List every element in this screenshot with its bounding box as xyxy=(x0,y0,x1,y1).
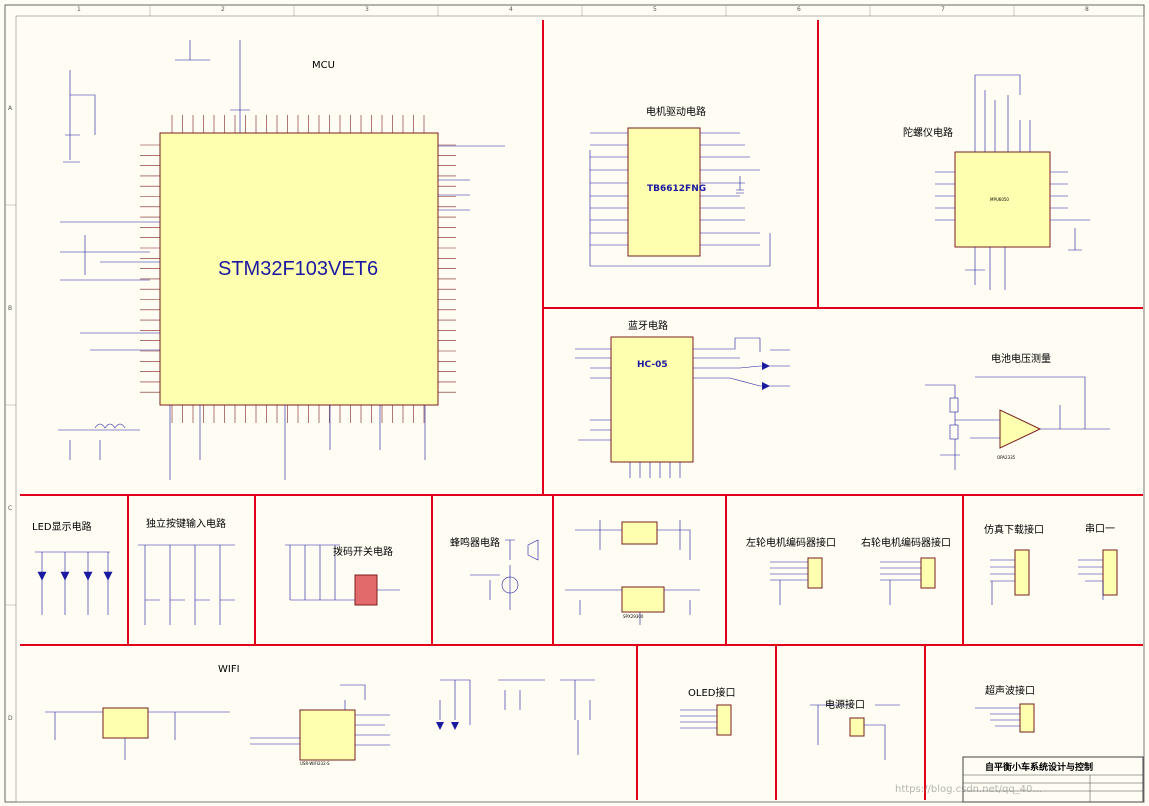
wifi-title: WIFI xyxy=(218,664,240,675)
bluetooth-title: 蓝牙电路 xyxy=(628,321,668,332)
oled-connector xyxy=(716,704,732,736)
opamp-symbol xyxy=(999,409,1042,449)
ruler-left-C: C xyxy=(8,505,13,512)
dip-switch-body xyxy=(354,574,378,606)
ruler-top-5: 5 xyxy=(653,6,657,13)
mcu-part-label: STM32F103VET6 xyxy=(218,258,379,280)
download-connector xyxy=(1014,549,1030,596)
title-block xyxy=(962,756,1144,803)
right-encoder-title: 右轮电机编码器接口 xyxy=(861,538,951,549)
dip-title: 拨码开关电路 xyxy=(333,547,393,558)
gyro-part: MPU6050 xyxy=(990,197,1009,202)
uart-connector xyxy=(1102,549,1118,596)
ldo-part: SPX29300 xyxy=(623,614,644,619)
buzzer-circuit xyxy=(470,539,539,610)
power-wires xyxy=(810,704,900,760)
motor-driver-part: TB6612FNG xyxy=(647,184,707,194)
battery-title: 电池电压测量 xyxy=(991,354,1051,365)
battery-wires xyxy=(925,376,1110,470)
motor-driver-wires xyxy=(589,132,771,267)
header-wires xyxy=(990,559,1104,605)
mcu-title: MCU xyxy=(312,60,335,71)
ruler-top-7: 7 xyxy=(941,6,945,13)
wifi-ldo-chip xyxy=(102,707,149,739)
ultrasonic-connector xyxy=(1019,703,1035,733)
buzzer-title: 蜂鸣器电路 xyxy=(450,538,500,549)
opamp-part: OPA2335 xyxy=(997,455,1016,460)
power-title: 电源接口 xyxy=(825,700,865,711)
keys-title: 独立按键输入电路 xyxy=(146,519,226,530)
ruler-top-2: 2 xyxy=(221,6,225,13)
led-title: LED显示电路 xyxy=(32,522,92,533)
ruler-left-B: B xyxy=(8,305,13,312)
uart-title: 串口一 xyxy=(1085,524,1115,535)
ultrasonic-wires xyxy=(975,707,1020,727)
wifi-module-part: USR-WIFI232-S xyxy=(300,761,330,766)
ruler-top-8: 8 xyxy=(1085,6,1089,13)
ldo-chip-lower xyxy=(621,586,665,613)
left-encoder-title: 左轮电机编码器接口 xyxy=(746,538,836,549)
watermark: https://blog.csdn.net/qq_40... xyxy=(895,784,1042,795)
bluetooth-wires xyxy=(575,337,790,478)
key-circuit xyxy=(138,544,235,625)
mcu-pins xyxy=(140,115,456,423)
download-title: 仿真下载接口 xyxy=(984,525,1044,536)
motor-driver-title: 电机驱动电路 xyxy=(646,107,706,118)
left-encoder-connector xyxy=(807,557,823,589)
gyro-wires xyxy=(935,74,1090,290)
right-encoder-connector xyxy=(920,557,936,589)
gyro-title: 陀螺仪电路 xyxy=(903,128,953,139)
mcu-support-wires xyxy=(58,40,505,480)
ruler-top-1: 1 xyxy=(77,6,81,13)
wifi-module xyxy=(299,709,356,761)
led-circuit xyxy=(35,551,113,615)
ruler-top-3: 3 xyxy=(365,6,369,13)
dip-circuit xyxy=(285,544,400,601)
encoder-wires xyxy=(770,561,921,605)
ruler-left-D: D xyxy=(8,715,13,722)
bluetooth-part: HC-05 xyxy=(637,360,668,370)
ruler-top-4: 4 xyxy=(509,6,513,13)
title-block-title: 自平衡小车系统设计与控制 xyxy=(985,763,1094,773)
bluetooth-chip xyxy=(610,336,694,463)
motor-driver-chip xyxy=(627,127,701,257)
ultrasonic-title: 超声波接口 xyxy=(985,686,1035,697)
wifi-leds xyxy=(436,722,459,730)
ruler-left-A: A xyxy=(8,105,13,112)
mcu-chip-body xyxy=(159,132,439,406)
ldo-wires xyxy=(565,520,700,625)
ruler-top-6: 6 xyxy=(797,6,801,13)
gyro-chip xyxy=(954,151,1051,248)
oled-wires xyxy=(680,709,717,729)
sheet-inner-frame xyxy=(15,15,1145,803)
oled-title: OLED接口 xyxy=(688,688,736,699)
section-borders xyxy=(20,20,1143,800)
bluetooth-leds xyxy=(762,362,770,390)
ldo-chip-upper xyxy=(621,521,658,545)
wifi-wires xyxy=(45,679,595,760)
power-connector xyxy=(849,717,865,737)
